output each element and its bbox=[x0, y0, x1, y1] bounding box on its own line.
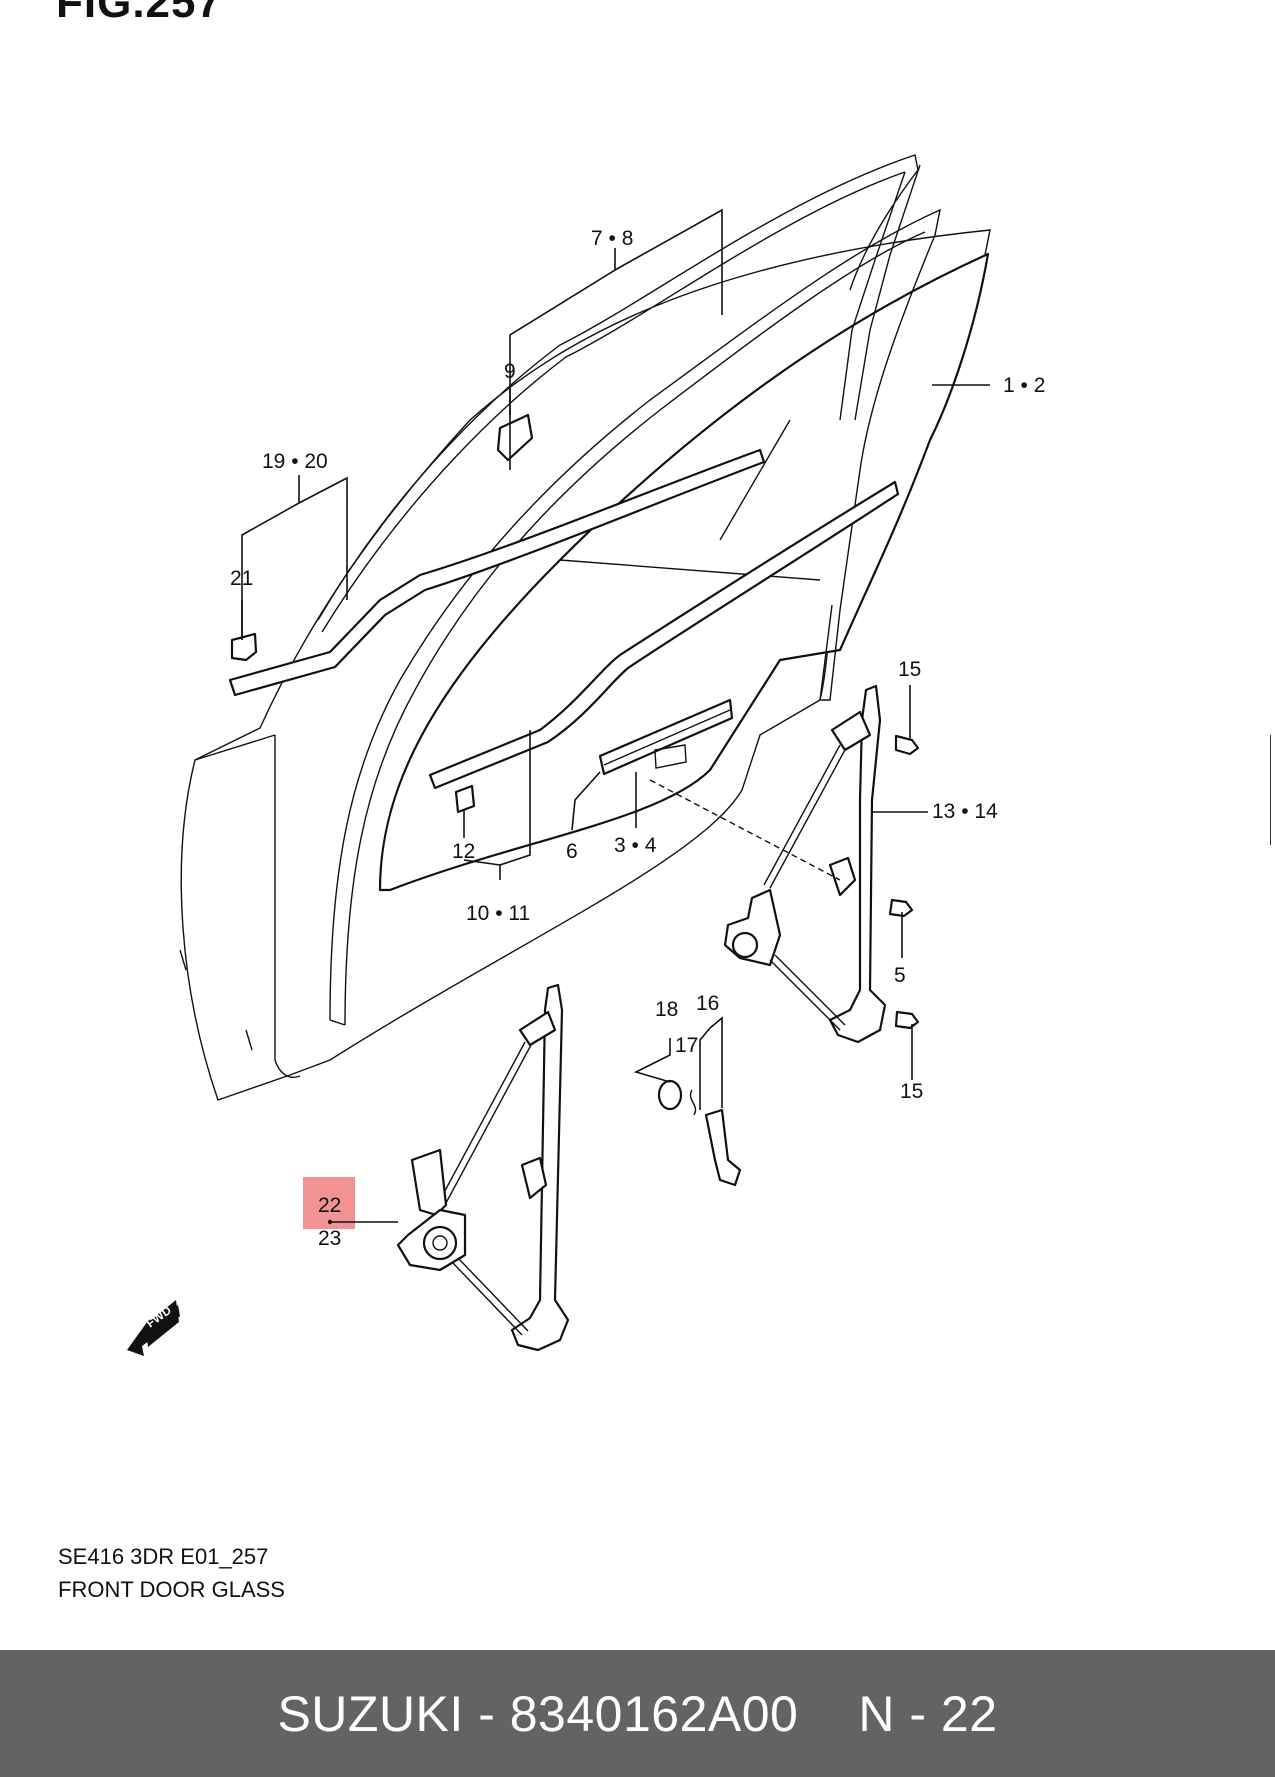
part-ref-text: N - 22 bbox=[858, 1685, 998, 1742]
callout-22-dot bbox=[327, 1219, 333, 1225]
fwd-arrow-icon: FWD bbox=[127, 1300, 180, 1356]
callout-10-11: 10 • 11 bbox=[466, 902, 530, 925]
part-number-text: SUZUKI - 8340162A00 bbox=[277, 1685, 799, 1742]
callout-16: 16 bbox=[696, 992, 719, 1015]
leader-lines bbox=[241, 208, 990, 1223]
parts-diagram: FWD 1 • 2 7 • 8 9 19 • 20 21 12 10 • 11 … bbox=[127, 154, 1045, 1356]
callout-13-14: 13 • 14 bbox=[932, 800, 998, 823]
callout-6: 6 bbox=[566, 840, 578, 863]
callout-19-20: 19 • 20 bbox=[262, 450, 328, 473]
callout-17: 17 bbox=[675, 1034, 698, 1057]
callout-22: 22 bbox=[318, 1194, 341, 1217]
door-frame-weatherstrip bbox=[317, 154, 941, 1026]
clip-parts bbox=[230, 413, 534, 814]
rear-window-regulator bbox=[649, 684, 887, 1044]
callout-21: 21 bbox=[230, 567, 253, 590]
part-footer-bar: SUZUKI - 8340162A00 N - 22 bbox=[0, 1650, 1275, 1777]
window-handle bbox=[657, 1079, 742, 1187]
front-window-regulator bbox=[396, 983, 570, 1352]
callout-3-4: 3 • 4 bbox=[614, 834, 657, 857]
callout-15-top: 15 bbox=[898, 658, 921, 681]
diagram-name: FRONT DOOR GLASS bbox=[58, 1577, 285, 1602]
callout-7-8: 7 • 8 bbox=[591, 227, 633, 250]
diagram-code: SE416 3DR E01_257 bbox=[58, 1544, 269, 1569]
callout-12: 12 bbox=[452, 840, 475, 863]
callout-15-bottom: 15 bbox=[900, 1080, 923, 1103]
callout-9: 9 bbox=[504, 360, 516, 383]
callout-18: 18 bbox=[655, 998, 678, 1021]
door-panel bbox=[179, 229, 991, 1101]
callout-23: 23 bbox=[318, 1227, 341, 1250]
figure-title: FIG.257 bbox=[56, 0, 222, 27]
callout-5: 5 bbox=[894, 964, 906, 987]
edge-marker bbox=[1270, 735, 1275, 845]
belt-moulding-inner bbox=[228, 448, 900, 790]
door-glass bbox=[378, 252, 990, 892]
callout-1-2: 1 • 2 bbox=[1003, 374, 1045, 397]
